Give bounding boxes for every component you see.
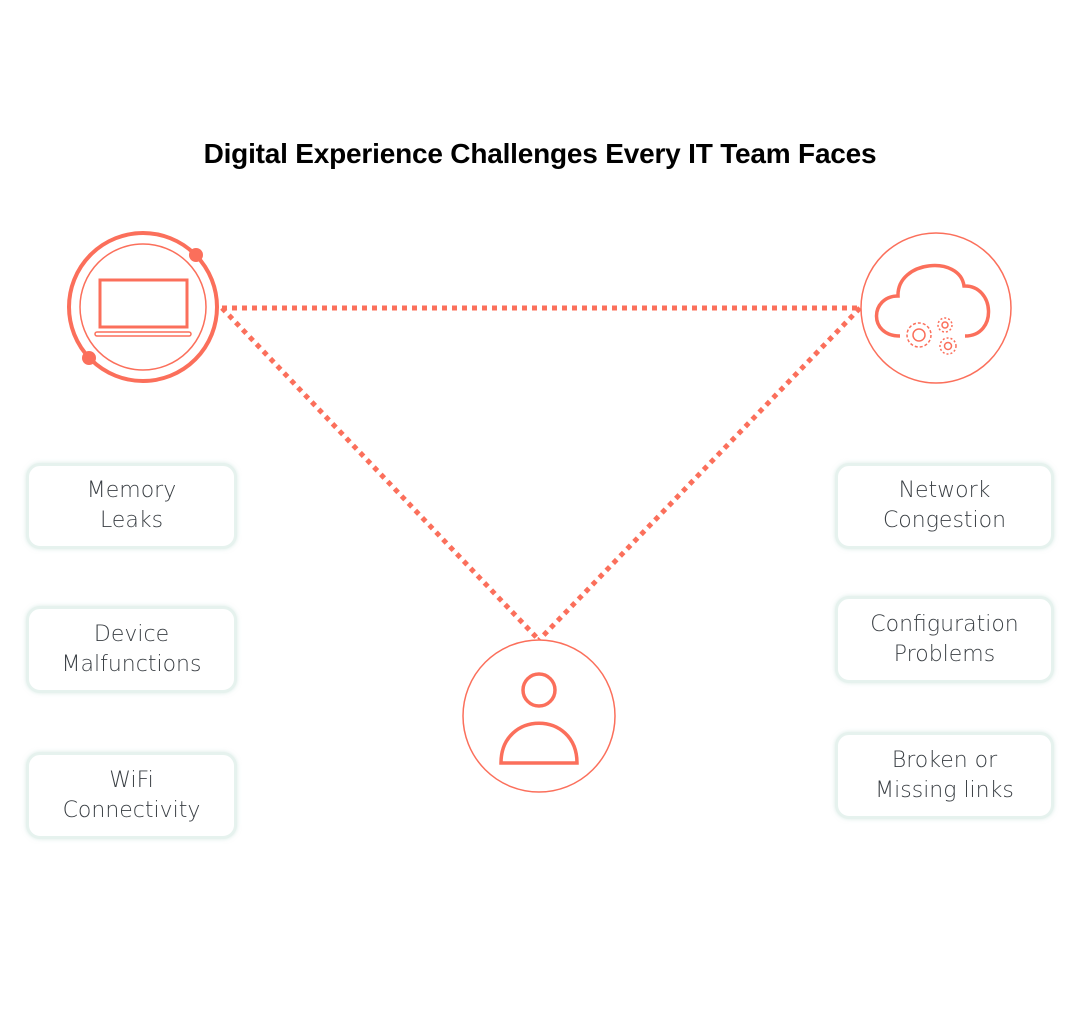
connector-lines — [220, 305, 862, 642]
challenge-label: Memory Leaks — [86, 478, 177, 533]
challenge-label: Configuration Problems — [870, 611, 1019, 667]
challenge-label: Broken or Missing links — [875, 747, 1014, 803]
connector-laptop-user — [220, 306, 541, 642]
challenge-configuration-problems: Configuration Problems — [835, 596, 1054, 683]
user-node — [462, 639, 616, 793]
challenge-broken-links: Broken or Missing links — [835, 732, 1054, 819]
challenge-network-congestion: Network Congestion — [835, 463, 1054, 549]
cloud-gears-icon — [874, 263, 991, 355]
challenge-wifi-connectivity: WiFi Connectivity — [26, 752, 237, 839]
challenge-memory-leaks: Memory Leaks — [26, 463, 237, 549]
challenge-label: WiFi Connectivity — [62, 767, 201, 823]
challenge-label: Network Congestion — [882, 478, 1007, 533]
connector-cloud-user — [537, 306, 862, 642]
challenge-device-malfunctions: Device Malfunctions — [26, 606, 237, 693]
user-icon — [499, 672, 579, 765]
diagram-title: Digital Experience Challenges Every IT T… — [203, 138, 877, 169]
laptop-icon — [94, 278, 192, 337]
laptop-node — [67, 231, 219, 383]
challenge-label: Device Malfunctions — [61, 621, 202, 677]
cloud-node — [860, 232, 1012, 384]
